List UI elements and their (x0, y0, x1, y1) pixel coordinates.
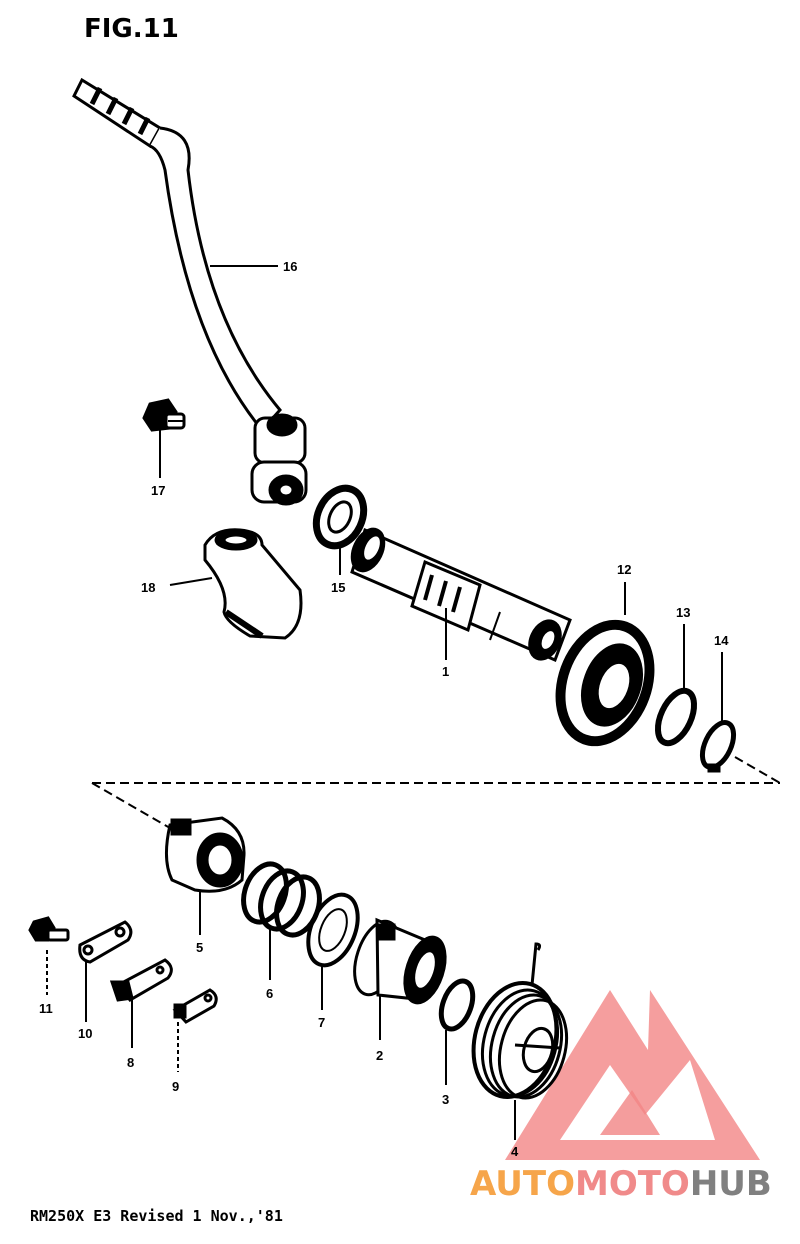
callout-10: 10 (78, 1026, 92, 1041)
callout-1: 1 (442, 664, 449, 679)
callout-11: 11 (39, 1001, 53, 1016)
spring-guide-part-2 (353, 917, 447, 1005)
footer-revision: RM250X E3 Revised 1 Nov.,'81 (30, 1207, 283, 1225)
oil-seal-part-15 (312, 484, 368, 550)
guide-part-8 (109, 958, 173, 1002)
callout-8: 8 (127, 1055, 134, 1070)
cover-part-18 (203, 528, 303, 640)
ratchet-part-5 (165, 816, 246, 893)
callout-15: 15 (331, 580, 345, 595)
watermark-text: AUTOMOTOHUB (470, 1164, 772, 1204)
callout-18: 18 (141, 580, 155, 595)
kick-lever-part-16 (72, 77, 308, 506)
kick-shaft-part-1 (350, 527, 572, 663)
circlip-part-3 (438, 978, 476, 1032)
kick-gear-part-12 (555, 619, 655, 747)
watermark-logo (505, 990, 760, 1160)
callout-16: 16 (283, 259, 297, 274)
stopper-part-9 (172, 988, 218, 1024)
washer-part-7 (306, 892, 360, 968)
callout-12: 12 (617, 562, 631, 577)
figure-title: FIG.11 (84, 14, 179, 44)
leader-lines (46, 265, 723, 1140)
circlip-part-14 (699, 720, 737, 773)
callout-2: 2 (376, 1048, 383, 1063)
callout-3: 3 (442, 1092, 449, 1107)
dashed-separator (91, 756, 781, 829)
watermark-word-moto: MOTO (575, 1164, 690, 1204)
callout-6: 6 (266, 986, 273, 1001)
watermark-word-hub: HUB (690, 1164, 772, 1204)
plate-part-10 (78, 920, 133, 964)
return-spring-part-4 (471, 942, 569, 1100)
callout-14: 14 (714, 633, 729, 648)
spring-part-6 (241, 861, 322, 938)
bolt-part-11 (28, 916, 70, 942)
callout-5: 5 (196, 940, 203, 955)
callout-7: 7 (318, 1015, 325, 1030)
callout-17: 17 (151, 483, 165, 498)
callout-4: 4 (511, 1144, 519, 1159)
callout-13: 13 (676, 605, 690, 620)
washer-part-13 (654, 687, 698, 747)
callout-9: 9 (172, 1079, 179, 1094)
watermark-word-auto: AUTO (470, 1164, 575, 1204)
bolt-part-17 (142, 398, 186, 432)
